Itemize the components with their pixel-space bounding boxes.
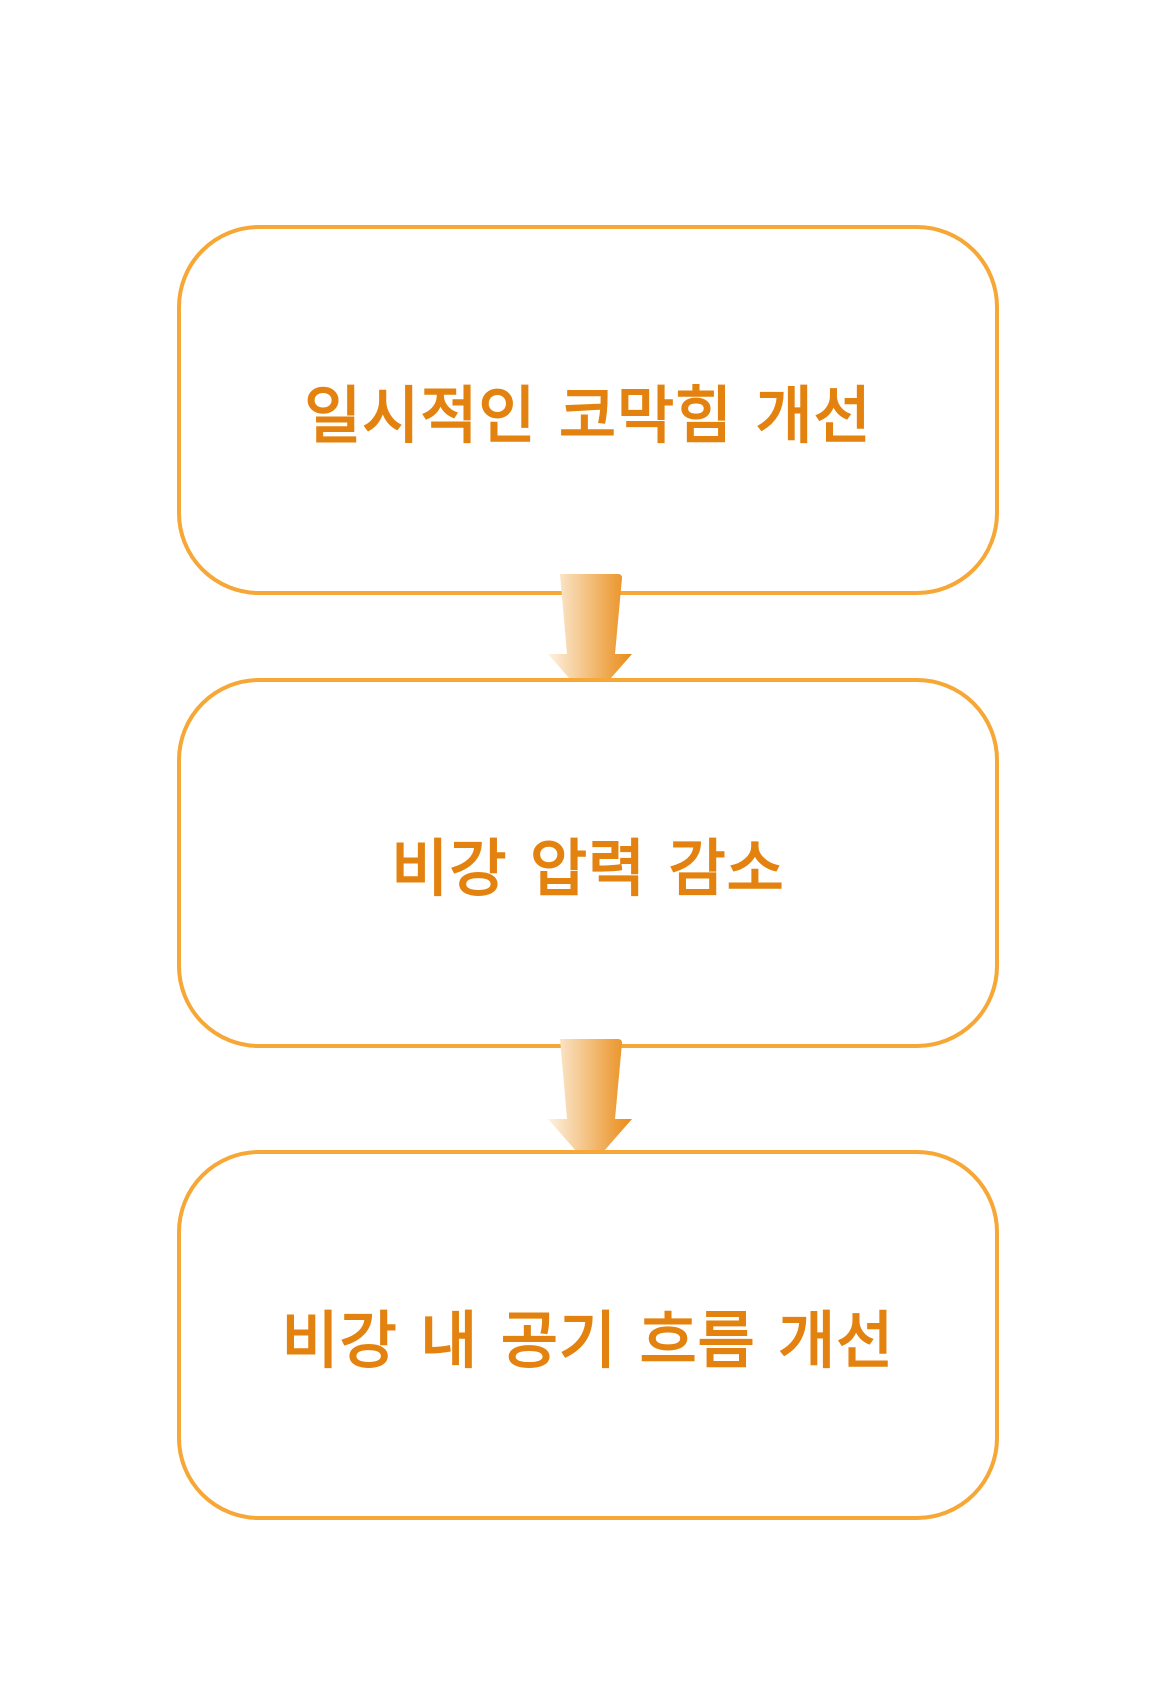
down-arrow-icon xyxy=(548,1039,632,1167)
down-arrow-icon xyxy=(548,574,632,702)
flow-step-3-label: 비강 내 공기 흐름 개선 xyxy=(281,1304,895,1377)
flow-step-2: 비강 압력 감소 xyxy=(177,678,999,1048)
flow-step-3: 비강 내 공기 흐름 개선 xyxy=(177,1150,999,1520)
flow-step-1: 일시적인 코막힘 개선 xyxy=(177,225,999,595)
flow-step-2-label: 비강 압력 감소 xyxy=(391,832,785,905)
flow-step-1-label: 일시적인 코막힘 개선 xyxy=(304,379,872,452)
